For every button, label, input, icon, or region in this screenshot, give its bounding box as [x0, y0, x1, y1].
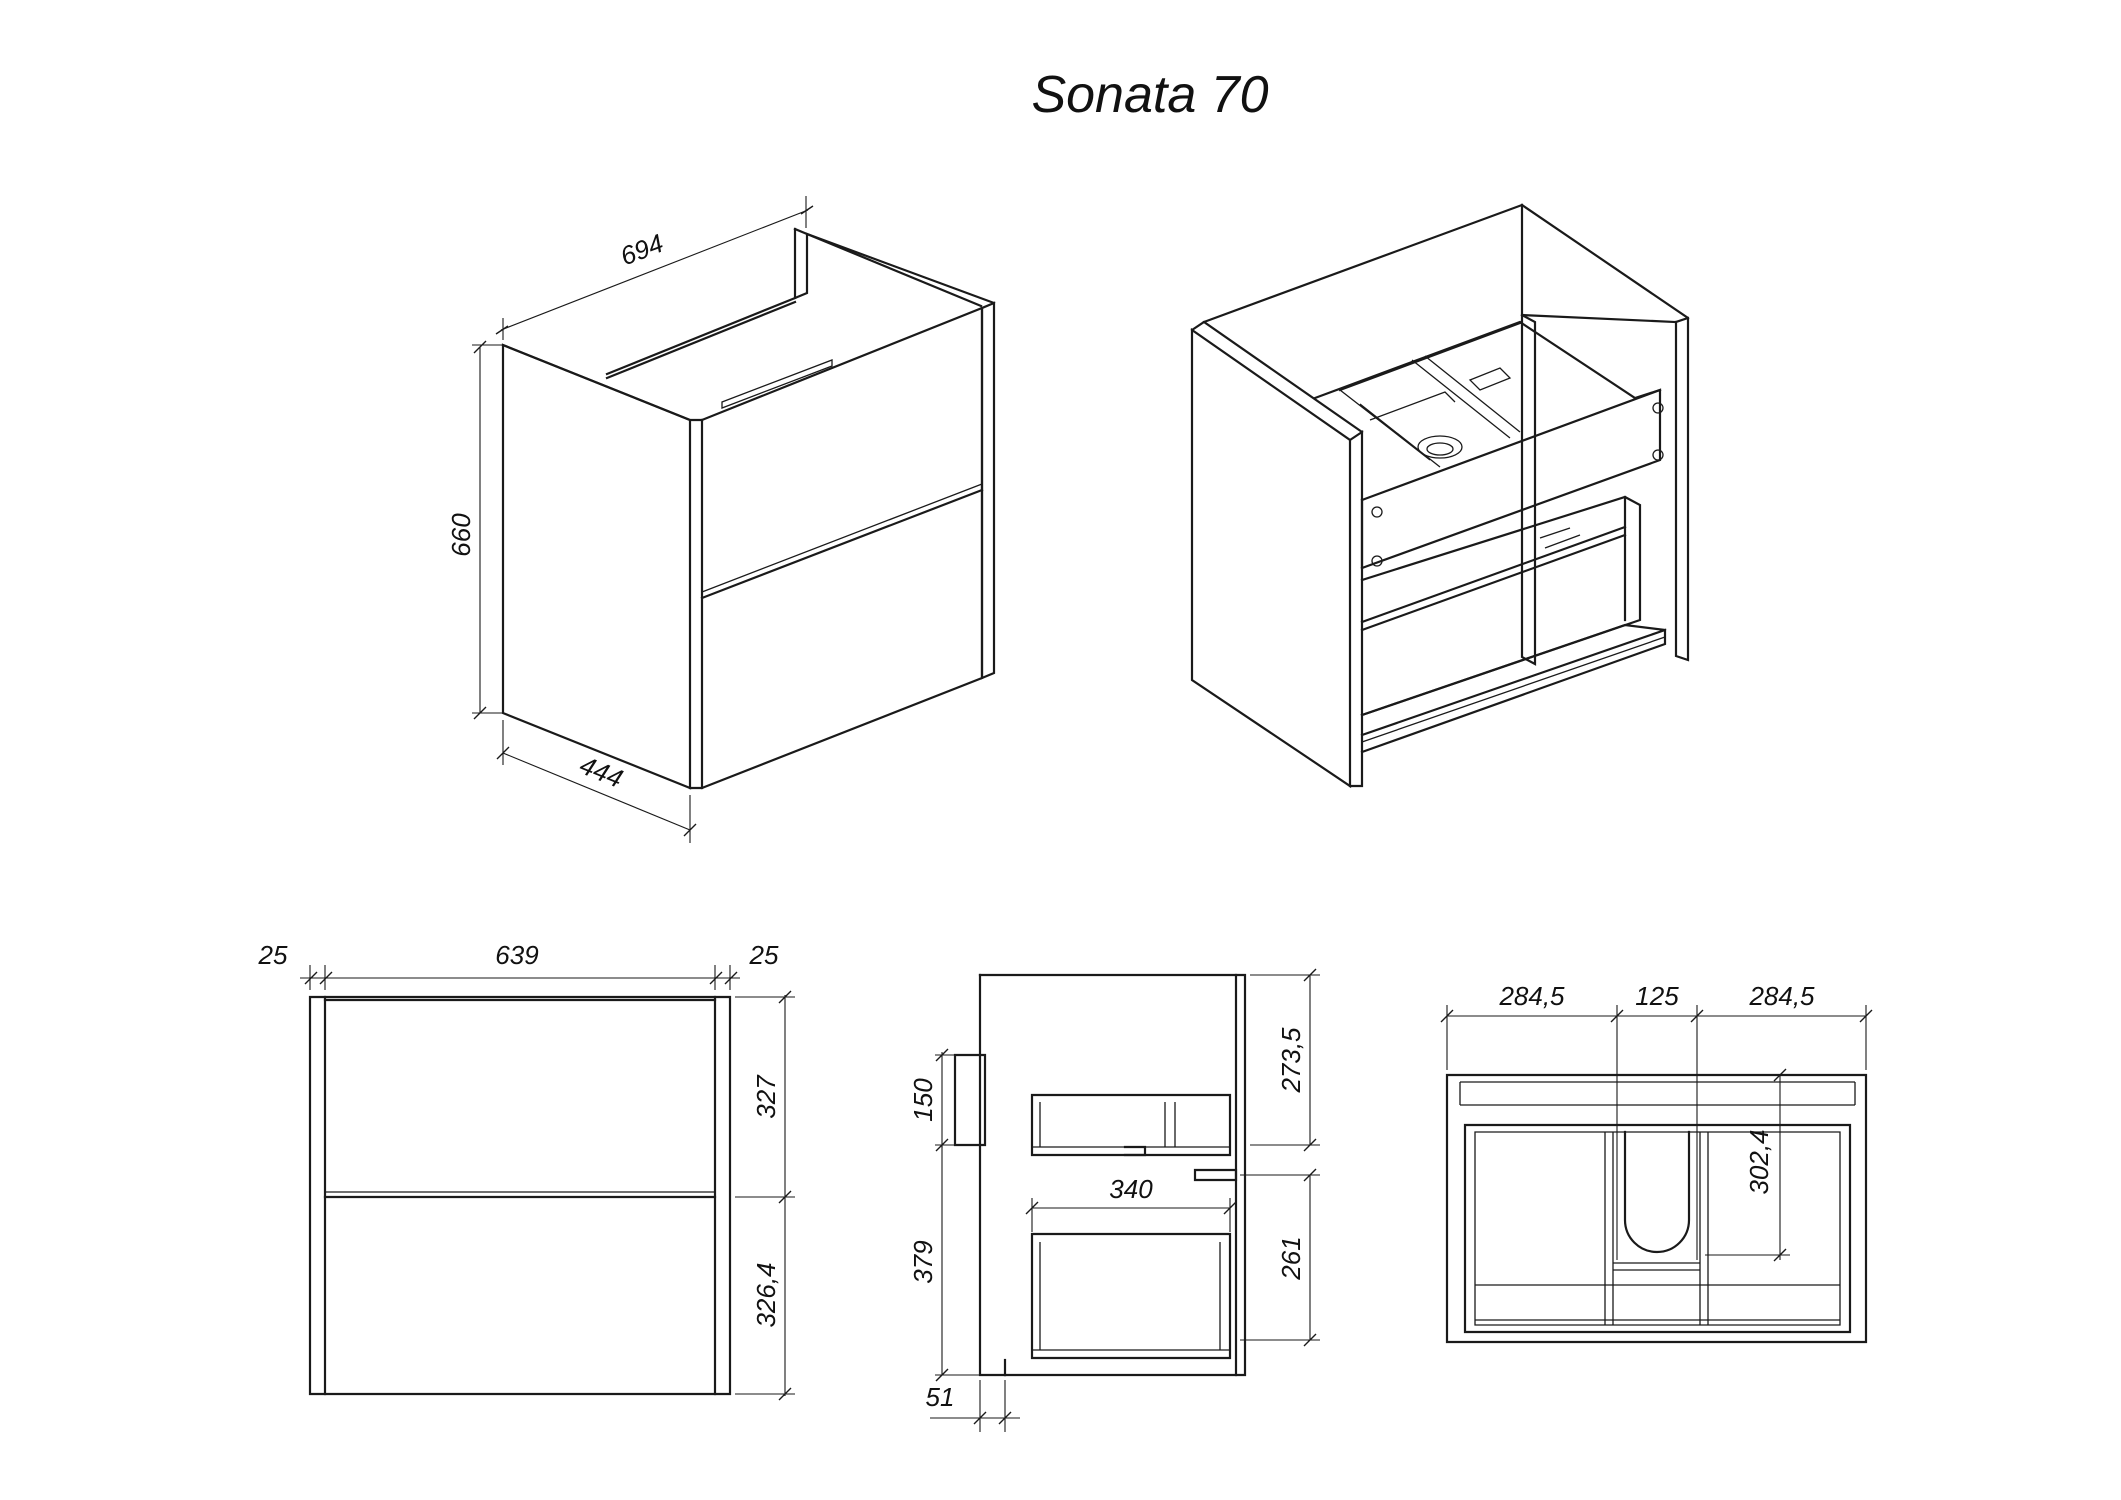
isometric-closed-view — [501, 227, 996, 790]
dim-150-label: 150 — [908, 1078, 938, 1122]
drawing-title: Sonata 70 — [1031, 66, 1268, 124]
top-view — [1445, 1073, 1868, 1344]
dim-51-label: 51 — [926, 1382, 955, 1412]
dim-273-5-label: 273,5 — [1276, 1027, 1306, 1094]
dimension-height: 660 — [446, 340, 503, 720]
dim-379-label: 379 — [908, 1240, 938, 1283]
isometric-open-view — [1190, 203, 1690, 789]
dimension-width-top: 694 — [495, 196, 814, 340]
dim-444-label: 444 — [576, 750, 627, 794]
side-dimensions: 273,5 150 340 379 261 51 — [908, 968, 1320, 1432]
dim-25-right-label: 25 — [749, 940, 779, 970]
dim-284-5-left-label: 284,5 — [1498, 981, 1565, 1011]
dim-125-label: 125 — [1635, 981, 1679, 1011]
dimension-depth: 444 — [496, 720, 697, 843]
dim-326-4-label: 326,4 — [751, 1262, 781, 1327]
dim-261-label: 261 — [1276, 1236, 1306, 1280]
dim-284-5-right-label: 284,5 — [1748, 981, 1815, 1011]
side-view — [953, 973, 1247, 1377]
dim-340-label: 340 — [1109, 1174, 1153, 1204]
dim-302-4-label: 302,4 — [1744, 1129, 1774, 1194]
dim-327-label: 327 — [751, 1074, 781, 1119]
top-dimensions: 284,5 125 284,5 302,4 — [1440, 981, 1873, 1262]
dim-694-label: 694 — [616, 228, 667, 272]
dim-660-label: 660 — [446, 513, 476, 557]
front-view — [308, 995, 732, 1396]
dim-639-label: 639 — [495, 940, 538, 970]
front-dimensions: 25 639 25 327 326,4 — [258, 940, 795, 1401]
dim-25-left-label: 25 — [258, 940, 288, 970]
